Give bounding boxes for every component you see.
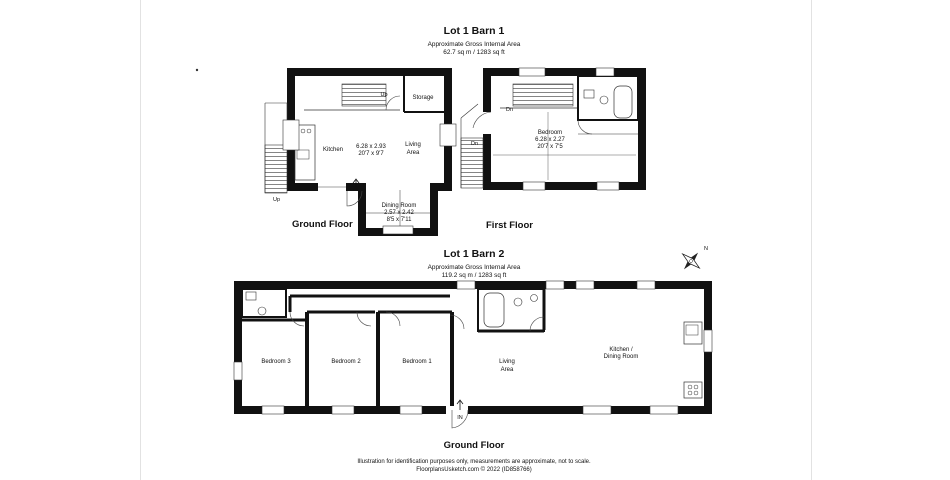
barn2-area-value: 119.2 sq m / 1283 sq ft [441,272,507,279]
compass-north-label: N [704,246,708,252]
barn2-ground-floor-plan [233,280,713,429]
barn1-kitchen-dims-metric: 6.28 x 2.93 [356,144,386,150]
barn2-living-label-1: Living [499,359,515,365]
barn2-ground-floor-label: Ground Floor [443,440,505,451]
barn2-area-label: Approximate Gross Internal Area [427,264,521,271]
barn1-exterior-stairs [264,144,288,194]
barn2-bedroom2-label: Bedroom 2 [331,359,361,365]
floorplan-sheet [140,0,812,480]
barn1-stairs-up-inner: Up [380,92,388,98]
barn1-bedroom-dims-metric: 6.28 x 2.27 [535,137,565,143]
barn1-dining-dims-metric: 2.57 x 2.42 [384,210,414,216]
barn1-stairs-down-outer: Dn [471,141,479,147]
barn2-ensuite [241,288,287,318]
barn1-ground-floor-label: Ground Floor [292,219,353,230]
barn1-kitchen-label: Kitchen [323,147,344,153]
compass-icon [681,252,701,270]
barn1-first-floor-label: First Floor [486,220,533,231]
barn1-kitchen-counter [294,124,316,181]
barn1-area-value: 62.7 sq m / 1283 sq ft [443,49,505,56]
barn1-bedroom-dims-imperial: 20'7 x 7'5 [537,144,563,150]
barn1-first-walls [483,68,646,190]
barn1-living-label-1: Living [405,142,421,148]
barn1-first-interior-stairs [512,83,574,107]
barn1-first-floor-plan [460,67,646,191]
barn2-bedroom3-label: Bedroom 3 [261,359,291,365]
barn1-bedroom-label: Bedroom [537,130,563,136]
barn1-ground-floor-plan [264,68,457,236]
footer-disclaimer: Illustration for identification purposes… [357,459,591,465]
barn1-storage-label: Storage [412,95,434,101]
barn2-kitchen-counter [683,321,703,345]
barn1-stairs-down-inner: Dn [506,107,514,113]
barn1-interior-stairs [341,83,387,107]
barn1-title: Lot 1 Barn 1 [443,25,505,37]
footer-credit: FloorplansUsketch.com © 2022 (ID858766) [416,467,532,473]
barn2-bedroom1-label: Bedroom 1 [402,359,432,365]
barn2-entrance-label: IN [457,415,463,421]
barn1-area-label: Approximate Gross Internal Area [427,41,521,48]
barn1-ground-walls [287,68,452,236]
barn1-living-label-2: Area [406,150,420,156]
barn1-kitchen-dims-imperial: 20'7 x 9'7 [358,151,384,157]
barn2-title: Lot 1 Barn 2 [443,248,505,260]
barn1-stairs-up-outer: Up [273,197,281,203]
barn2-bathroom [477,288,545,332]
barn1-dining-dims-imperial: 8'5 x 7'11 [386,217,412,223]
barn1-entrance-label: IN [353,186,359,192]
barn2-living-label-2: Area [500,367,514,373]
barn2-hob [683,381,703,399]
barn1-dining-label: Dining Room [381,203,417,209]
barn2-kitchen-label-2: Dining Room [603,354,639,360]
barn2-kitchen-label-1: Kitchen / [609,347,633,353]
scan-dot [195,68,199,72]
